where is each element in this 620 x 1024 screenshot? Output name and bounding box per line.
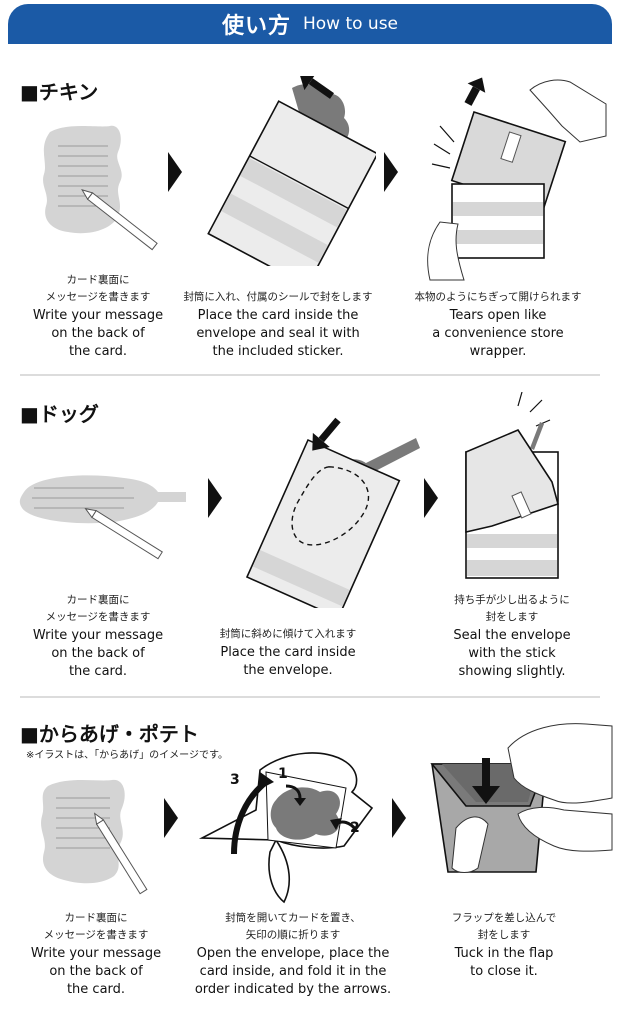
- step-arrow: [384, 152, 398, 192]
- section-title-chicken: ■チキン: [20, 80, 99, 104]
- caption-jp: 持ち手が少し出るように: [454, 594, 570, 606]
- caption-en: a convenience store: [432, 326, 564, 341]
- card-writing-illustration: [43, 125, 158, 251]
- caption-jp: カード裏面に: [66, 594, 130, 606]
- caption-en: Write your message: [32, 628, 164, 643]
- envelope-fold-illustration: 3 1 2: [198, 752, 374, 904]
- caption-en: with the stick: [468, 646, 556, 661]
- card-writing-illustration: [41, 779, 148, 895]
- step-caption: 本物のようにちぎって開けられます Tears open like a conve…: [398, 289, 598, 360]
- caption-en: on the back of: [51, 326, 145, 341]
- caption-jp: 本物のようにちぎって開けられます: [414, 291, 582, 303]
- caption-en: Open the envelope, place the: [196, 946, 390, 961]
- illustration-note: ※イラストは、「からあげ」のイメージです。: [26, 750, 228, 761]
- tear-open-illustration: [427, 77, 607, 281]
- section-title-dog: ■ドッグ: [20, 402, 99, 426]
- caption-en: to close it.: [470, 964, 538, 979]
- caption-jp: 矢印の順に折ります: [245, 929, 341, 941]
- caption-jp: 封筒に斜めに傾けて入れます: [219, 628, 357, 640]
- caption-en: on the back of: [51, 646, 145, 661]
- caption-jp: メッセージを書きます: [43, 929, 149, 941]
- caption-jp: メッセージを書きます: [45, 611, 151, 623]
- envelope-insert-illustration: [207, 76, 376, 266]
- caption-en: the included sticker.: [212, 344, 344, 359]
- page-header: 使い方 How to use: [8, 4, 612, 44]
- caption-en: Place the card inside: [220, 645, 356, 660]
- caption-en: the card.: [68, 664, 128, 679]
- caption-en: card inside, and fold it in the: [199, 964, 387, 979]
- caption-en: Write your message: [30, 946, 162, 961]
- caption-jp: 封をします: [477, 929, 531, 941]
- caption-jp: 封筒を開いてカードを置き、: [225, 912, 361, 924]
- step-arrow: [392, 798, 406, 838]
- step-arrow: [208, 478, 222, 518]
- section-divider: [20, 696, 600, 698]
- caption-jp: カード裏面に: [66, 274, 130, 286]
- step-caption: 封筒に入れ、付属のシールで封をします Place the card inside…: [178, 289, 378, 360]
- step-caption: 持ち手が少し出るように 封をします Seal the envelope with…: [412, 592, 612, 680]
- caption-en: Write your message: [32, 308, 164, 323]
- caption-jp: メッセージを書きます: [45, 291, 151, 303]
- step-caption: 封筒を開いてカードを置き、 矢印の順に折ります Open the envelop…: [168, 910, 418, 998]
- caption-en: wrapper.: [469, 344, 527, 359]
- header-title-en: How to use: [302, 14, 399, 34]
- fold-step-2: 2: [350, 820, 360, 836]
- step-arrow: [168, 152, 182, 192]
- envelope-diagonal-illustration: [245, 417, 420, 608]
- step-arrow: [424, 478, 438, 518]
- caption-en: showing slightly.: [458, 664, 566, 679]
- caption-jp: 封をします: [485, 611, 539, 623]
- step-caption: カード裏面に メッセージを書きます Write your message on …: [0, 910, 196, 998]
- section-divider: [20, 374, 600, 376]
- envelope-sealed-illustration: [465, 392, 559, 579]
- caption-en: on the back of: [49, 964, 143, 979]
- step-caption: カード裏面に メッセージを書きます Write your message on …: [0, 592, 198, 680]
- caption-en: order indicated by the arrows.: [194, 982, 392, 997]
- fold-step-1: 1: [278, 766, 288, 782]
- caption-en: Tuck in the flap: [454, 946, 554, 961]
- caption-en: Tears open like: [449, 308, 547, 323]
- step-arrow: [164, 798, 178, 838]
- caption-jp: 封筒に入れ、付属のシールで封をします: [183, 291, 373, 303]
- tuck-flap-illustration: [430, 723, 613, 873]
- caption-en: the card.: [66, 982, 126, 997]
- caption-en: the envelope.: [243, 663, 333, 678]
- caption-en: Place the card inside the: [197, 308, 359, 323]
- section-title-karaage: ■からあげ・ポテト: [20, 722, 199, 746]
- card-writing-illustration: [19, 475, 187, 560]
- step-caption: 封筒に斜めに傾けて入れます Place the card inside the …: [188, 626, 388, 679]
- step-caption: カード裏面に メッセージを書きます Write your message on …: [0, 272, 198, 360]
- step-caption: フラップを差し込んで 封をします Tuck in the flap to clo…: [404, 910, 604, 980]
- fold-step-3: 3: [230, 772, 240, 788]
- header-title-jp: 使い方: [221, 14, 291, 39]
- caption-jp: カード裏面に: [64, 912, 128, 924]
- caption-jp: フラップを差し込んで: [451, 912, 557, 924]
- caption-en: envelope and seal it with: [196, 326, 360, 341]
- caption-en: the card.: [68, 344, 128, 359]
- caption-en: Seal the envelope: [453, 628, 571, 643]
